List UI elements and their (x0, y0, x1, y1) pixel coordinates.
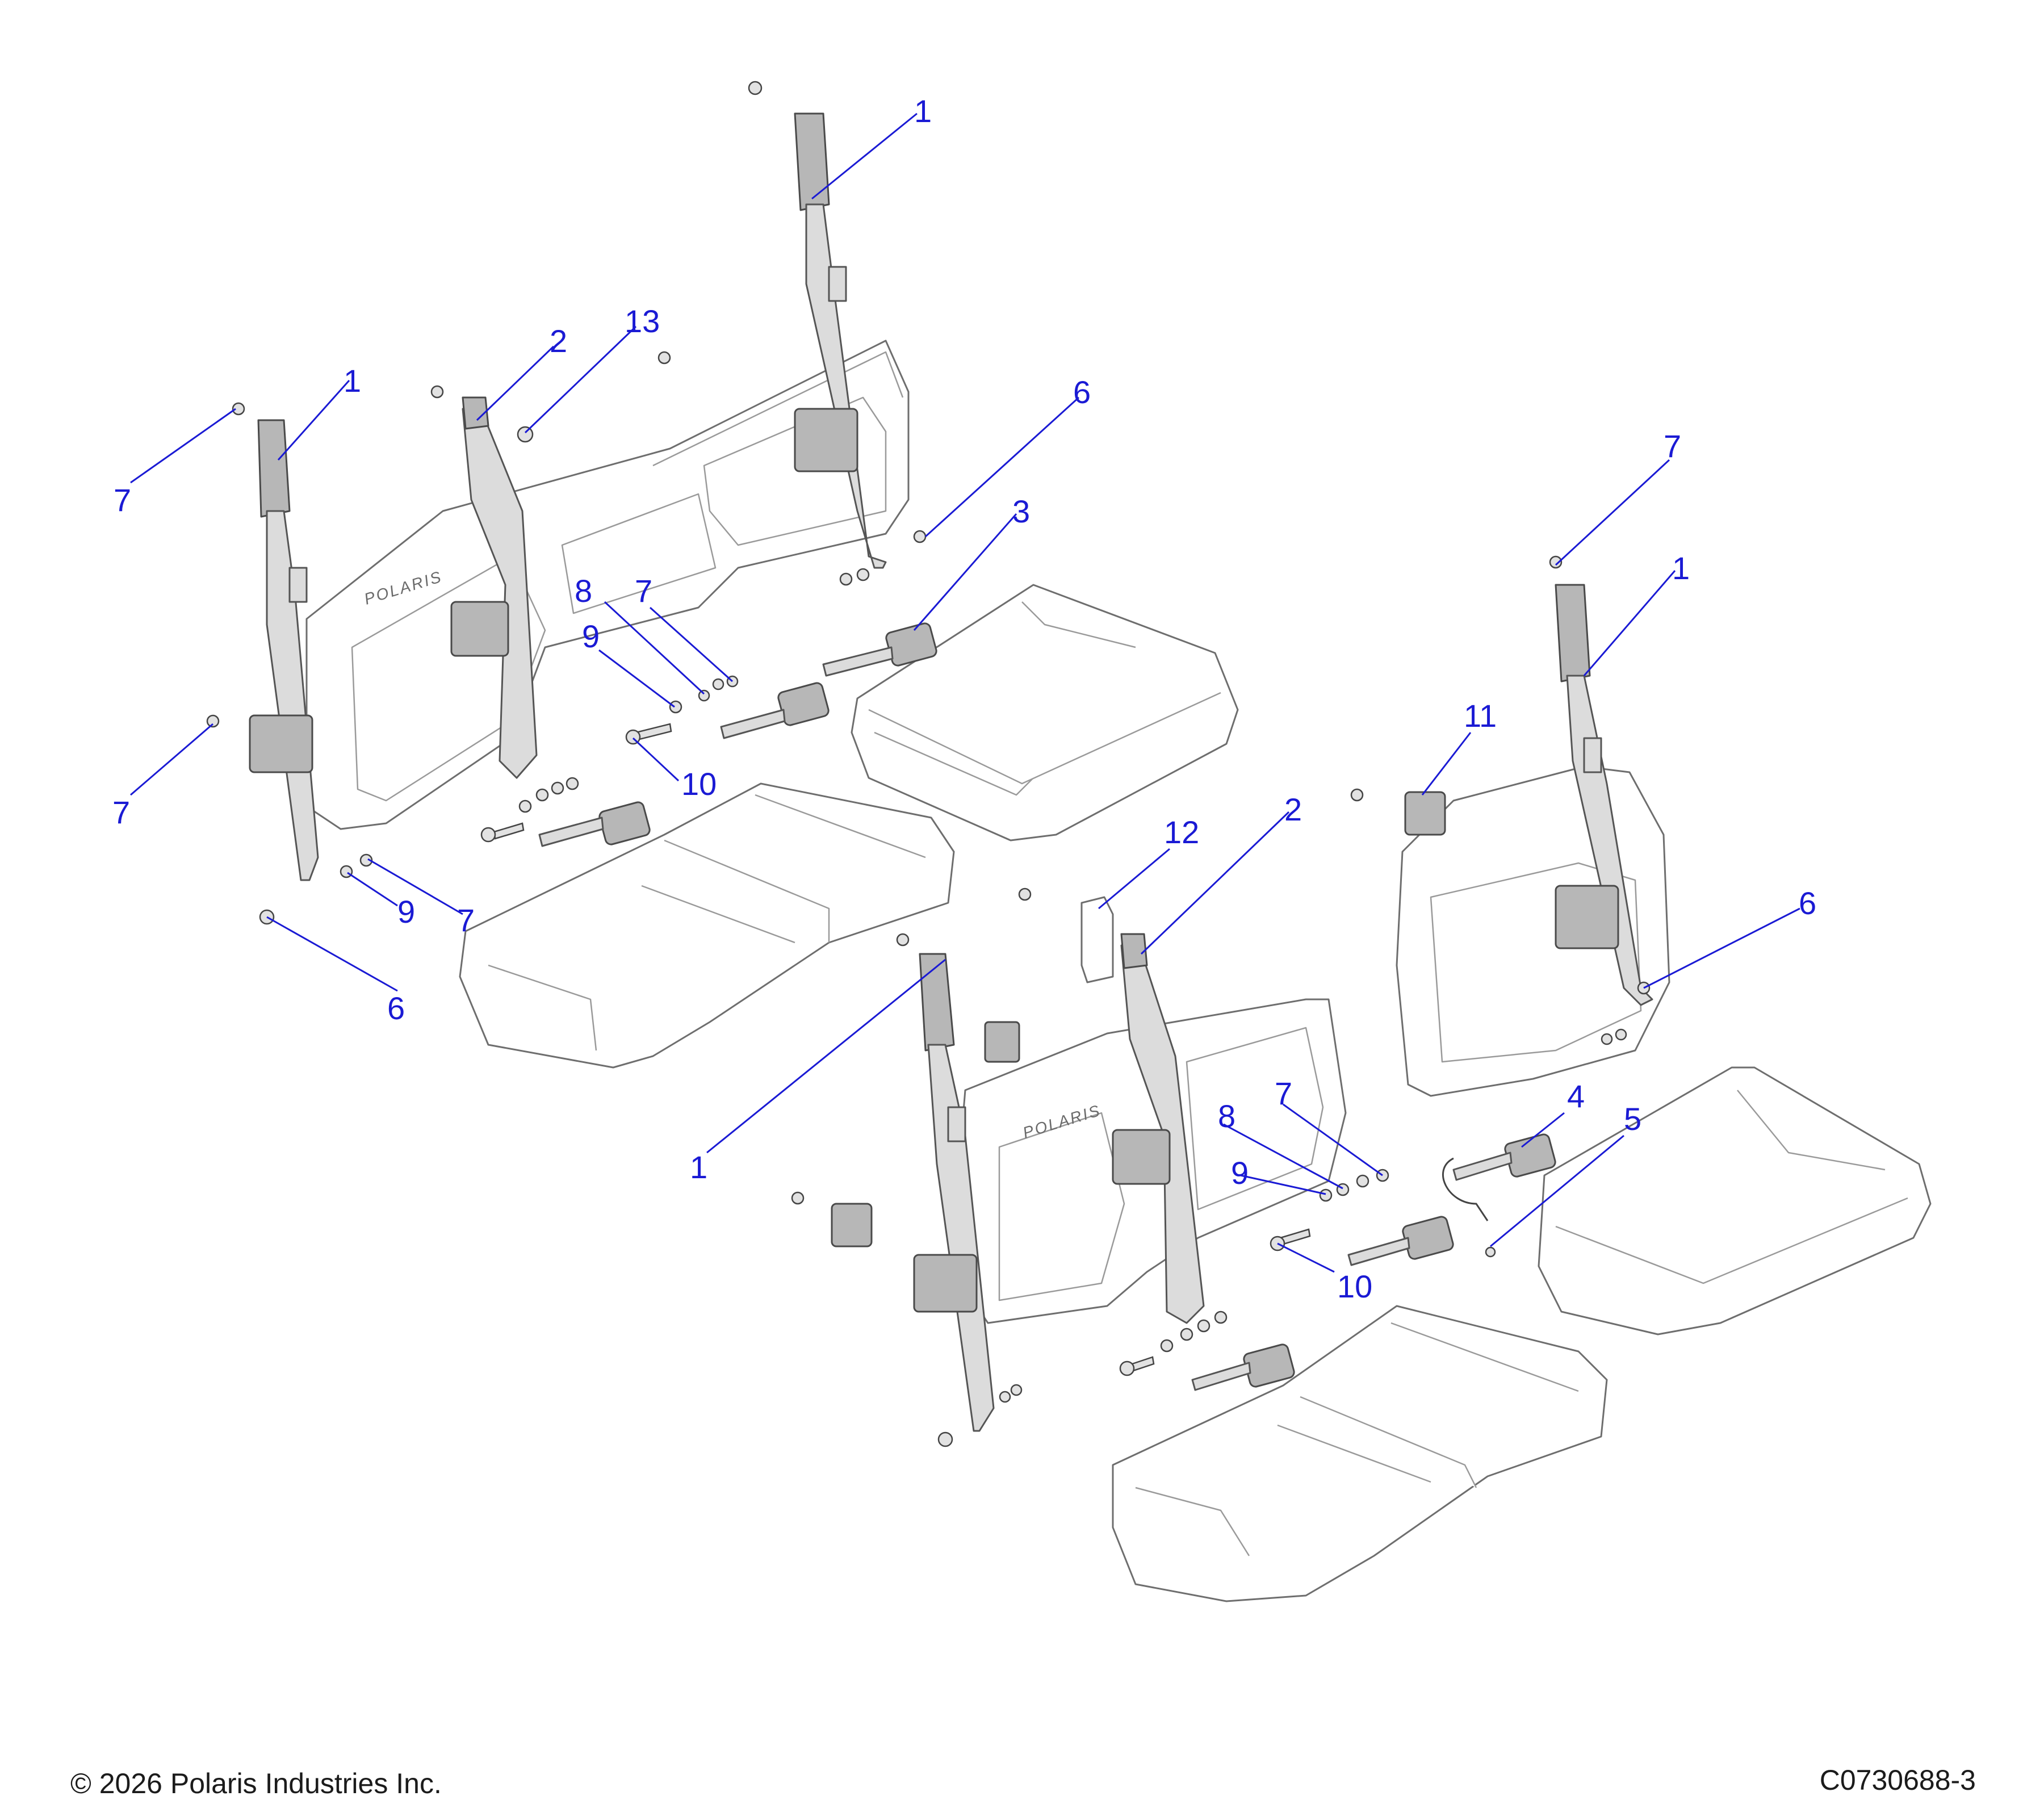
callout-2: 2 (550, 323, 567, 359)
rear-buckles (538, 622, 937, 847)
callout-13: 13 (625, 303, 660, 339)
callout-7: 7 (635, 573, 652, 609)
front-hardware (791, 555, 1651, 1447)
callout-3: 3 (1012, 493, 1030, 529)
front-seat-bottom-left (1112, 1305, 1608, 1602)
callout-8: 8 (575, 573, 592, 609)
callout-12: 12 (1164, 814, 1199, 850)
callout-2: 2 (1284, 792, 1302, 827)
callout-7: 7 (457, 902, 475, 938)
rear-seat-belt-right (794, 112, 887, 569)
callout-9: 9 (582, 618, 600, 654)
rear-seat-bottom-right (851, 584, 1239, 841)
callout-1: 1 (344, 363, 361, 399)
front-seat-belt-center (1112, 933, 1205, 1324)
rear-seat-belt-left (249, 419, 319, 881)
front-small-parts (831, 791, 1556, 1391)
callout-4: 4 (1567, 1078, 1585, 1114)
callout-10: 10 (1337, 1268, 1372, 1304)
callout-labels: 1 1 1 1 2 2 3 4 5 6 6 6 7 7 7 7 7 7 8 8 … (112, 93, 1816, 1304)
rear-seat-bottom-left (459, 782, 955, 1069)
callout-10: 10 (681, 766, 717, 802)
rear-seat-belt-center (450, 396, 538, 779)
callout-5: 5 (1624, 1101, 1641, 1137)
callout-7: 7 (1275, 1075, 1292, 1111)
callout-7: 7 (114, 482, 131, 518)
drawing-number: C0730688-3 (1819, 1764, 1976, 1796)
callout-11: 11 (1464, 698, 1497, 734)
callout-7: 7 (1664, 428, 1681, 464)
front-seat-belt-right (1555, 584, 1653, 1006)
rear-hardware (206, 81, 927, 925)
callout-6: 6 (387, 990, 405, 1026)
copyright-notice: © 2026 Polaris Industries Inc. (70, 1768, 442, 1799)
callout-6: 6 (1799, 885, 1816, 921)
callout-9: 9 (397, 894, 415, 930)
callout-1: 1 (690, 1149, 707, 1185)
callout-8: 8 (1218, 1098, 1235, 1134)
callout-6: 6 (1073, 374, 1091, 410)
callout-1: 1 (1672, 550, 1690, 586)
callout-1: 1 (914, 93, 932, 129)
front-seat-belt-left (913, 953, 995, 1432)
callout-9: 9 (1231, 1155, 1249, 1191)
callout-7: 7 (112, 794, 130, 830)
front-seat-bottom-right (1538, 1066, 1932, 1335)
leader-lines (130, 112, 1800, 1273)
